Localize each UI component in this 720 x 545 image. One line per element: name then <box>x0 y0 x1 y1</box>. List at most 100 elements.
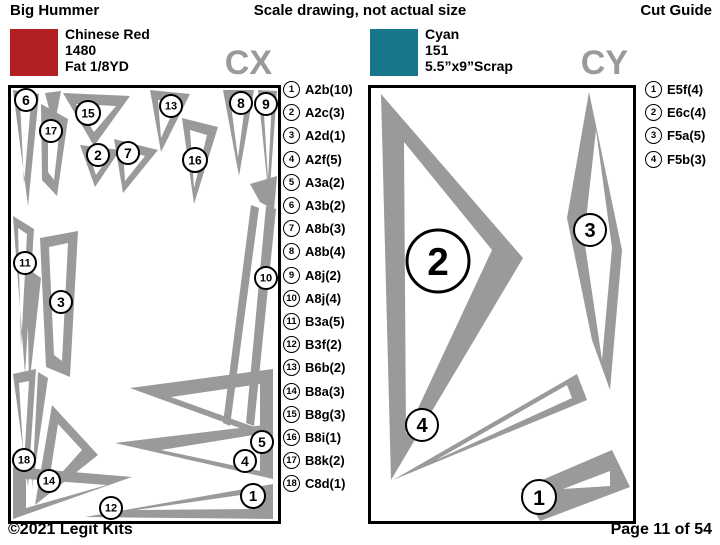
legend-piece-label: A2c(3) <box>305 105 345 121</box>
piece-marker-number: 5 <box>258 435 266 450</box>
legend-item-A8b4: 8 A8b(4) <box>283 240 367 263</box>
legend-item-B8i1: 16 B8i(1) <box>283 426 367 449</box>
fabric-size: Fat 1/8YD <box>65 58 129 74</box>
page-number: Page 11 of 54 <box>610 521 712 538</box>
piece-marker-circle-7 <box>116 141 140 165</box>
piece-marker-circle-18 <box>12 448 36 472</box>
fabric-name: Chinese Red <box>65 26 150 42</box>
fabric-code: 1480 <box>65 42 97 58</box>
cy-fabric-pieces <box>381 92 630 521</box>
legend-item-A8j2: 9 A8j(2) <box>283 264 367 287</box>
piece-marker-number: 15 <box>81 106 95 120</box>
piece-marker-circle-14 <box>37 469 61 493</box>
piece-marker-number: 14 <box>43 475 56 487</box>
piece-marker-number: 16 <box>188 153 202 167</box>
piece-marker-number: 7 <box>124 146 132 161</box>
legend-item-A8j4: 10 A8j(4) <box>283 287 367 310</box>
legend-piece-label: E6c(4) <box>667 105 707 121</box>
fabric-swatch-cyan <box>370 29 418 76</box>
legend-number-badge: 9 <box>283 266 300 284</box>
legend-number-badge: 8 <box>283 243 300 261</box>
legend-item-E5f4: 1 E5f(4) <box>645 78 719 101</box>
legend-item-B6b2: 13 B6b(2) <box>283 356 367 379</box>
legend-number-badge: 13 <box>283 359 300 377</box>
legend-piece-label: B8g(3) <box>305 406 346 422</box>
legend-piece-label: F5b(3) <box>667 151 706 167</box>
legend-piece-label: A2d(1) <box>305 128 346 144</box>
legend-number-badge: 4 <box>283 150 300 168</box>
piece-marker-number: 2 <box>427 241 449 284</box>
legend-item-A8b3: 7 A8b(3) <box>283 217 367 240</box>
panel-label-cy: CY <box>580 44 628 82</box>
fabric-size: 5.5”x9”Scrap <box>425 58 513 74</box>
piece-marker-circle-13 <box>159 94 183 118</box>
legend-number-badge: 7 <box>283 220 300 238</box>
piece-marker-number: 13 <box>165 100 177 112</box>
piece-marker-number: 3 <box>584 220 595 242</box>
fabric-swatch-chinese-red <box>10 29 58 76</box>
legend-piece-label: B8i(1) <box>305 429 342 445</box>
piece-marker-circle-15 <box>75 100 101 126</box>
legend-piece-label: A2b(10) <box>305 82 353 98</box>
legend-number-badge: 10 <box>283 289 300 307</box>
legend-piece-label: A8j(4) <box>305 290 342 306</box>
legend-number-badge: 6 <box>283 197 300 215</box>
legend-piece-label: B3f(2) <box>305 337 342 353</box>
piece-marker-circle-16 <box>182 147 208 173</box>
legend-piece-label: B8a(3) <box>305 383 345 399</box>
legend-item-A2c3: 2 A2c(3) <box>283 101 367 124</box>
piece-marker-number: 6 <box>22 93 30 108</box>
fabric-name: Cyan <box>425 26 460 42</box>
piece-marker-number: 4 <box>241 454 249 469</box>
copyright: ©2021 Legit Kits <box>8 521 133 538</box>
legend-piece-label: B8k(2) <box>305 453 345 469</box>
legend-item-A3b2: 6 A3b(2) <box>283 194 367 217</box>
cut-guide-label: Cut Guide <box>640 2 712 19</box>
piece-marker-circle-10 <box>254 266 278 290</box>
legend-item-B3f2: 12 B3f(2) <box>283 333 367 356</box>
legend-number-badge: 2 <box>283 104 300 122</box>
piece-marker-circle-4 <box>233 449 257 473</box>
legend-piece-label: A3b(2) <box>305 198 346 214</box>
legend-number-badge: 12 <box>283 336 300 354</box>
legend-piece-label: E5f(4) <box>667 82 704 98</box>
piece-marker-number: 10 <box>260 272 272 284</box>
piece-marker-number: 3 <box>57 295 65 310</box>
legend-number-badge: 18 <box>283 475 300 493</box>
legend-number-badge: 16 <box>283 428 300 446</box>
legend-piece-label: A8b(4) <box>305 244 346 260</box>
piece-marker-circle-17 <box>39 119 63 143</box>
piece-marker-circle-5 <box>250 430 274 454</box>
piece-marker-circle-8 <box>229 91 253 115</box>
fabric-code: 151 <box>425 42 449 58</box>
piece-marker-circle-4 <box>405 408 439 442</box>
legend-number-badge: 3 <box>645 127 662 145</box>
piece-marker-circle-12 <box>99 496 123 520</box>
legend-piece-label: B6b(2) <box>305 360 346 376</box>
piece-marker-number: 4 <box>416 415 428 437</box>
piece-marker-circle-9 <box>254 92 278 116</box>
piece-marker-circle-11 <box>13 251 37 275</box>
legend-number-badge: 11 <box>283 312 300 330</box>
piece-marker-circle-2 <box>405 228 471 294</box>
piece-marker-number: 11 <box>19 257 31 269</box>
piece-marker-circle-3 <box>49 290 73 314</box>
legend-piece-label: A8b(3) <box>305 221 346 237</box>
legend-piece-label: A8j(2) <box>305 267 342 283</box>
legend-number-badge: 1 <box>645 81 662 99</box>
